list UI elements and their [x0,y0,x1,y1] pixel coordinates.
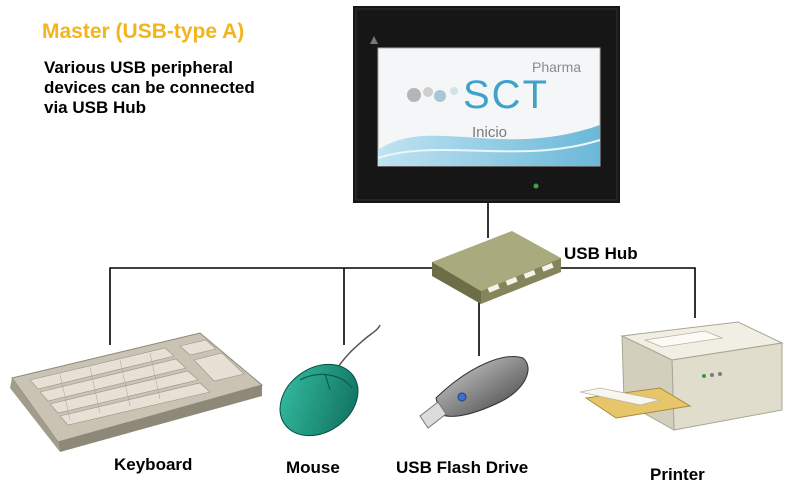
description-line-2: devices can be connected [44,78,255,97]
description-line-3: via USB Hub [44,98,147,117]
connection-lines [109,203,696,356]
hmi-screen-icon: Pharma SCT Inicio [353,6,620,203]
printer-label: Printer [650,465,705,484]
mouse-label: Mouse [286,458,340,477]
mouse-icon [279,324,381,437]
usb-flash-drive-label: USB Flash Drive [396,458,529,477]
usb-hub-label: USB Hub [564,244,638,263]
description-line-1: Various USB peripheral [44,58,233,77]
usb-flash-drive-icon [419,356,529,429]
keyboard-label: Keyboard [114,455,193,474]
keyboard-icon [10,332,264,452]
diagram-title: Master (USB-type A) [42,20,245,43]
hmi-logo-text: SCT [463,73,549,117]
printer-icon [579,321,784,431]
hmi-inicio-button[interactable]: Inicio [472,124,507,141]
usb-hub-icon [432,231,561,304]
hmi-brand-text: Pharma [532,59,581,75]
